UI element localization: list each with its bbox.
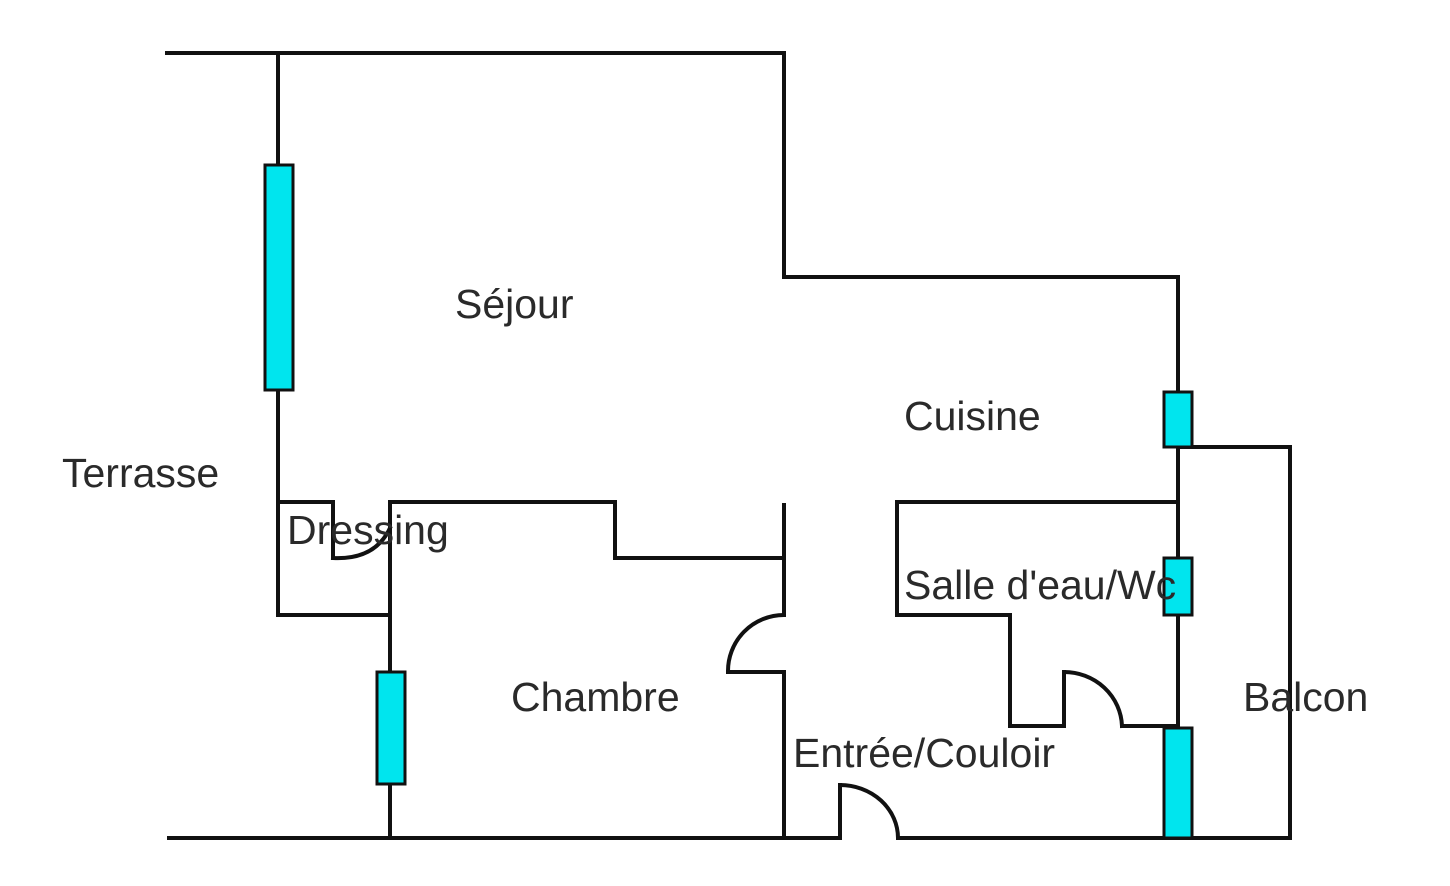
room-label-chambre: Chambre (511, 674, 680, 720)
chambre-wall (388, 500, 786, 840)
outer-wall (165, 51, 1180, 840)
doors (330, 525, 1125, 841)
room-label-terrasse: Terrasse (62, 450, 219, 496)
room-label-balcon: Balcon (1243, 674, 1368, 720)
balcony-wall (1176, 445, 1292, 840)
room-label-sejour: Séjour (455, 281, 574, 327)
salle-eau-wall (895, 500, 1180, 728)
room-label-salle-eau: Salle d'eau/Wc (904, 562, 1176, 608)
room-label-cuisine: Cuisine (904, 393, 1041, 439)
room-labels: Séjour Cuisine Terrasse Dressing Chambre… (62, 281, 1368, 776)
salle-eau-door-icon (1061, 669, 1125, 729)
couloir-wall-lower (726, 670, 786, 840)
dressing-door-icon (330, 525, 393, 561)
sejour-window-icon (263, 163, 295, 392)
windows (263, 163, 1194, 840)
dressing-wall (276, 500, 335, 560)
room-label-entree: Entrée/Couloir (793, 730, 1055, 776)
chambre-door-icon (725, 612, 787, 675)
cuisine-window-icon (1162, 390, 1194, 449)
chambre-window-icon (375, 670, 407, 786)
entree-window-icon (1162, 726, 1194, 840)
entry-door-icon (837, 782, 901, 841)
salle-eau-window-icon (1162, 556, 1194, 617)
room-label-dressing: Dressing (287, 507, 449, 553)
